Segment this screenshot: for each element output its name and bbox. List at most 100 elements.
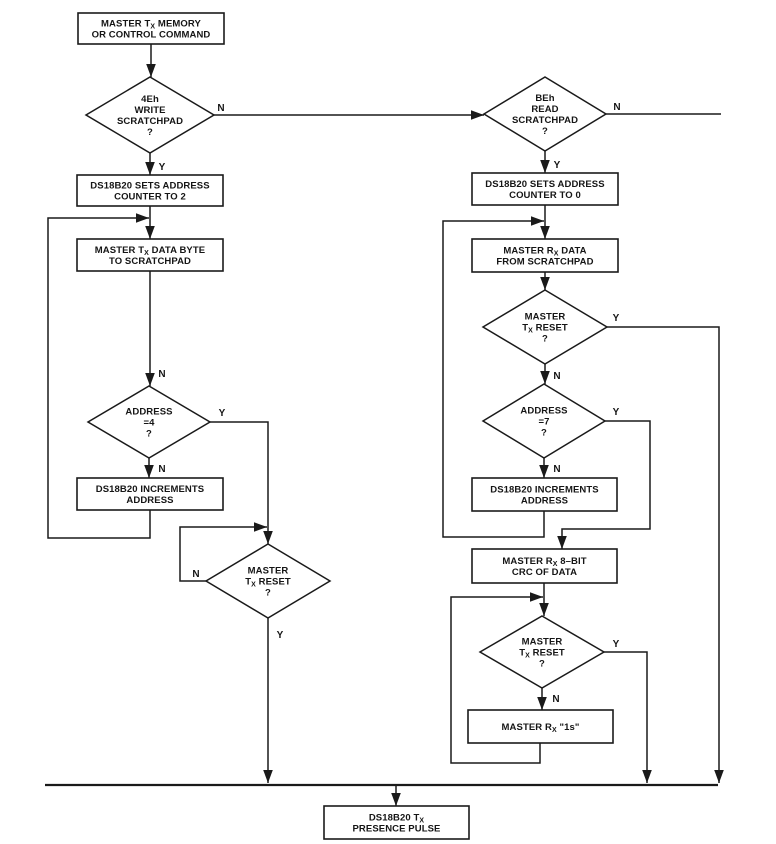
arrowhead-icon (144, 465, 154, 478)
node-label-line: MASTER (522, 636, 563, 647)
node-label-line: MASTER (525, 311, 566, 322)
node-label-line: ? (265, 587, 271, 598)
connector-line (450, 596, 543, 764)
edge-increment-loop-left (47, 213, 151, 539)
decision-diamond-shape (84, 76, 216, 154)
node-label-line: 4Eh (141, 94, 159, 105)
node-label-line: CRC OF DATA (512, 567, 577, 578)
branch-label-n: N (217, 103, 224, 114)
node-label-line: ? (541, 427, 547, 438)
arrowhead-icon (530, 592, 543, 602)
node-label-line: ADDRESS (126, 495, 173, 506)
edge-reset2-n-to-rx1s (537, 688, 547, 710)
process-box-shape (76, 477, 224, 511)
node-label-line: DS18B20 INCREMENTS (490, 484, 598, 495)
edge-reset-left-y-to-bus (263, 618, 273, 783)
arrowhead-icon (539, 465, 549, 478)
arrowhead-icon (642, 770, 652, 783)
arrowhead-icon (537, 697, 547, 710)
arrowhead-icon (136, 213, 149, 223)
branch-label-n: N (552, 694, 559, 705)
arrowhead-icon (531, 216, 544, 226)
arrowhead-icon (540, 226, 550, 239)
branch-label-y: Y (277, 630, 284, 641)
process-box-shape (471, 238, 619, 273)
edge-address7-y-to-crc (557, 420, 651, 549)
connector-line (607, 326, 720, 783)
node-label-line: MASTER RX "1s" (502, 722, 580, 734)
connector-line (179, 526, 267, 582)
node-label-line: MASTER TX MEMORY (101, 18, 201, 30)
branch-label-y: Y (219, 408, 226, 419)
arrowhead-icon (145, 162, 155, 175)
node-label-line: ? (542, 126, 548, 137)
process-box-shape (471, 477, 618, 512)
arrowhead-icon (540, 277, 550, 290)
node-label-line: COUNTER TO 0 (509, 190, 581, 201)
decision-diamond-shape (481, 383, 607, 459)
edge-set-counter-0-to-rx-data (540, 205, 550, 239)
arrowhead-icon (540, 160, 550, 173)
edge-command-to-write-decision (146, 44, 156, 77)
node-label-line: TX RESET (519, 647, 565, 659)
node-label-line: DS18B20 SETS ADDRESS (485, 179, 604, 190)
branch-label-n: N (553, 464, 560, 475)
process-box-shape (471, 548, 618, 584)
node-label-line: TO SCRATCHPAD (109, 256, 191, 267)
node-label-line: DS18B20 SETS ADDRESS (90, 180, 209, 191)
decision-diamond-shape (478, 615, 606, 689)
arrowhead-icon (539, 603, 549, 616)
edge-tx-data-to-address4 (145, 271, 155, 386)
node-label-line: TX RESET (245, 576, 291, 588)
edge-set-counter-2-to-tx-data (145, 206, 155, 239)
node-label-line: BEh (535, 93, 554, 104)
branch-label-n: N (613, 102, 620, 113)
node-label-line: MASTER RX 8–BIT (502, 556, 586, 568)
node-label-line: TX RESET (522, 322, 568, 334)
branch-label-y: Y (554, 160, 561, 171)
decision-diamond-shape (481, 289, 609, 365)
branch-label-n: N (158, 369, 165, 380)
edge-increment-loop-right (442, 216, 545, 538)
node-label-line: ADDRESS (520, 405, 567, 416)
process-box-shape (76, 238, 224, 272)
arrowhead-icon (145, 373, 155, 386)
edge-address4-n-to-increment-left (144, 458, 154, 478)
node-label-line: ? (147, 127, 153, 138)
edge-rx1s-loop (450, 592, 543, 764)
node-decision-address-eq-4: ADDRESS=4? (86, 385, 212, 459)
process-box-shape (471, 172, 619, 206)
node-label-line: ? (539, 658, 545, 669)
node-master-rx-1s: MASTER RX "1s" (467, 709, 614, 744)
edge-rx-data-to-reset1 (540, 272, 550, 290)
node-label-line: DS18B20 TX (369, 812, 425, 824)
branch-label-n: N (553, 371, 560, 382)
node-label-line: =4 (143, 417, 155, 428)
arrowhead-icon (471, 110, 484, 120)
edge-address7-n-to-increment-right (539, 458, 549, 478)
edge-reset1-n-to-address7 (540, 364, 550, 384)
edge-write-n-to-read-decision (214, 110, 484, 120)
process-box-shape (323, 805, 470, 840)
node-label-line: READ (531, 104, 558, 115)
branch-label-y: Y (613, 313, 620, 324)
connector-line (604, 651, 648, 783)
connector-line (561, 420, 651, 549)
edge-bus-to-presence (391, 786, 401, 806)
arrowhead-icon (714, 770, 724, 783)
edge-reset2-y-to-bus (604, 651, 652, 783)
arrowhead-icon (145, 226, 155, 239)
node-label-line: MASTER (248, 565, 289, 576)
